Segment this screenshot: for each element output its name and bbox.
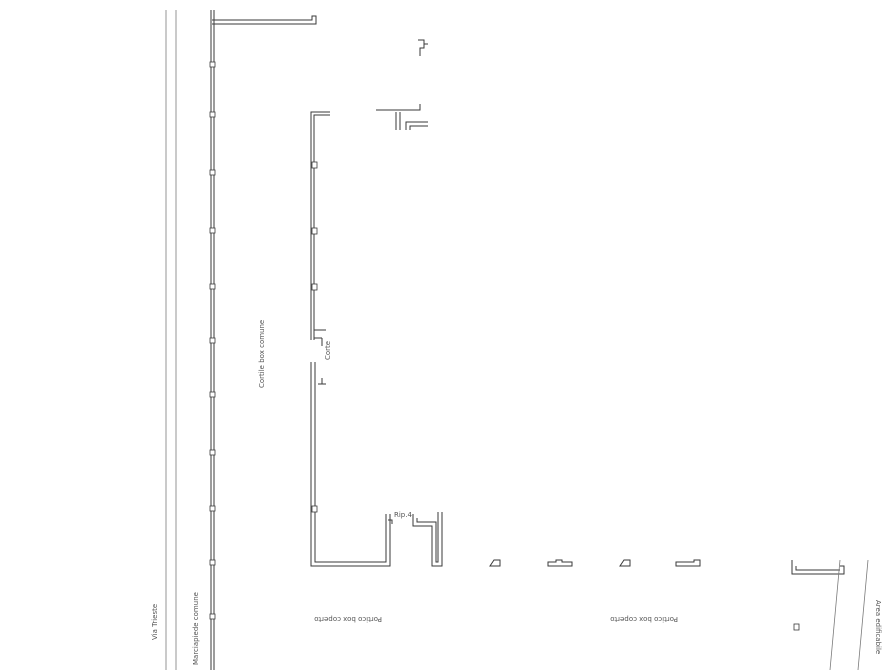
label-via-trieste: Via Trieste bbox=[151, 604, 159, 640]
building-outline bbox=[310, 39, 443, 567]
label-ripostiglio: Rip.4 bbox=[394, 511, 412, 519]
portico-columns bbox=[489, 559, 701, 567]
label-marciapiede-comune: Marciapiede comune bbox=[192, 592, 200, 665]
label-area-edificabile: Area edificabile bbox=[874, 600, 882, 654]
label-corte: Corte bbox=[324, 341, 332, 360]
label-cortile-box-comune: Cortile box comune bbox=[258, 320, 266, 388]
label-portico-left: Portico box coperto bbox=[314, 615, 382, 623]
east-wall bbox=[791, 559, 869, 670]
property-wall bbox=[209, 10, 317, 670]
street-lines bbox=[165, 10, 177, 670]
wall-pilasters bbox=[209, 61, 216, 620]
label-portico-right: Portico box coperto bbox=[610, 615, 678, 623]
